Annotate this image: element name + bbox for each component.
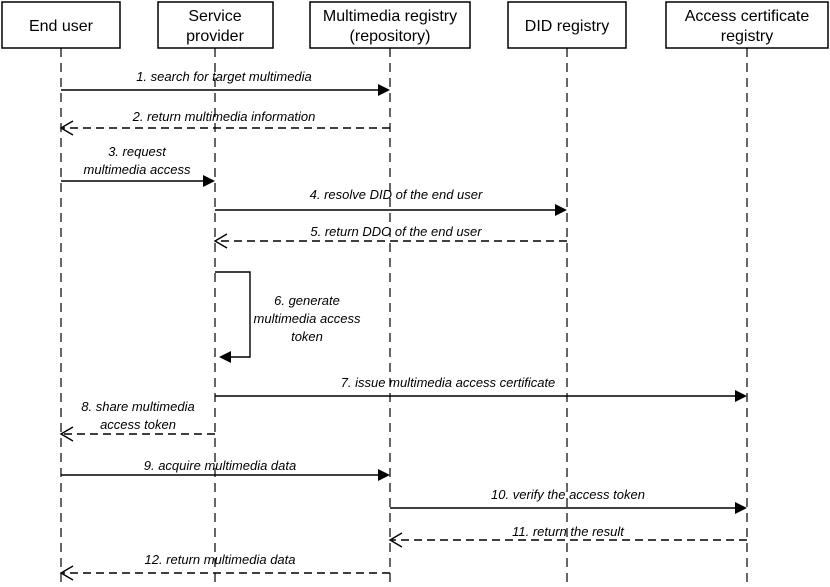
message-label: 3. request [108, 144, 167, 159]
message-label: access token [100, 417, 176, 432]
actor-box [157, 1, 274, 49]
message-9: 9. acquire multimedia data [61, 458, 390, 481]
actor-access-certificate-registry: Access certificate registry [665, 1, 829, 49]
message-label: 6. generate [274, 293, 340, 308]
arrow-head [378, 469, 390, 481]
message-label: multimedia access [254, 311, 361, 326]
actor-label: DID registry [525, 18, 609, 35]
arrow-head [59, 565, 74, 581]
actor-did-registry: DID registry [507, 1, 627, 49]
actor-label: Access certificate [685, 8, 810, 25]
actor-label: provider [186, 28, 244, 45]
actor-end-user: End user [1, 1, 121, 49]
message-6: 6. generate multimedia access token [215, 271, 361, 363]
arrow-head [59, 426, 74, 442]
message-10: 10. verify the access token [390, 487, 747, 514]
message-4: 4. resolve DID of the end user [215, 187, 567, 216]
message-label: 5. return DDO of the end user [310, 224, 482, 239]
actor-label: registry [721, 28, 773, 45]
actor-label: Service [188, 8, 241, 25]
message-label: 7. issue multimedia access certificate [341, 375, 556, 390]
message-label: 10. verify the access token [491, 487, 645, 502]
message-3: 3. request multimedia access [61, 144, 215, 187]
message-label: 11. return the result [512, 524, 625, 539]
message-line [215, 271, 251, 358]
message-label: 12. return multimedia data [144, 552, 295, 567]
actor-multimedia-registry: Multimedia registry (repository) [309, 1, 471, 49]
message-label: 4. resolve DID of the end user [310, 187, 483, 202]
arrow-head [203, 175, 215, 187]
message-label: 2. return multimedia information [132, 109, 316, 124]
actor-service-provider: Service provider [157, 1, 274, 49]
arrow-head [555, 204, 567, 216]
actor-box [665, 1, 829, 49]
arrow-head [735, 390, 747, 402]
arrow-head [219, 351, 231, 363]
message-12: 12. return multimedia data [59, 552, 390, 581]
actor-label: (repository) [350, 28, 431, 45]
actor-box [309, 1, 471, 49]
arrow-head [378, 84, 390, 96]
arrow-head [59, 120, 74, 136]
message-11: 11. return the result [388, 524, 747, 548]
message-7: 7. issue multimedia access certificate [215, 375, 747, 402]
message-label: 1. search for target multimedia [136, 69, 312, 84]
actor-label: Multimedia registry [323, 8, 457, 25]
message-8: 8. share multimedia access token [59, 399, 215, 442]
message-1: 1. search for target multimedia [61, 69, 390, 96]
lifelines [60, 48, 748, 587]
actor-label: End user [29, 18, 94, 35]
arrow-head [735, 502, 747, 514]
message-label: token [291, 329, 323, 344]
message-label: 8. share multimedia [81, 399, 194, 414]
message-5: 5. return DDO of the end user [213, 224, 567, 249]
messages: 1. search for target multimedia 2. return… [59, 69, 747, 581]
actor-box [507, 1, 627, 49]
arrow-head [213, 233, 228, 249]
message-label: 9. acquire multimedia data [144, 458, 296, 473]
arrow-head [388, 532, 403, 548]
actor-box [1, 1, 121, 49]
message-2: 2. return multimedia information [59, 109, 390, 136]
message-label: multimedia access [84, 162, 191, 177]
actors: End user Service provider Multimedia regist… [1, 1, 829, 49]
